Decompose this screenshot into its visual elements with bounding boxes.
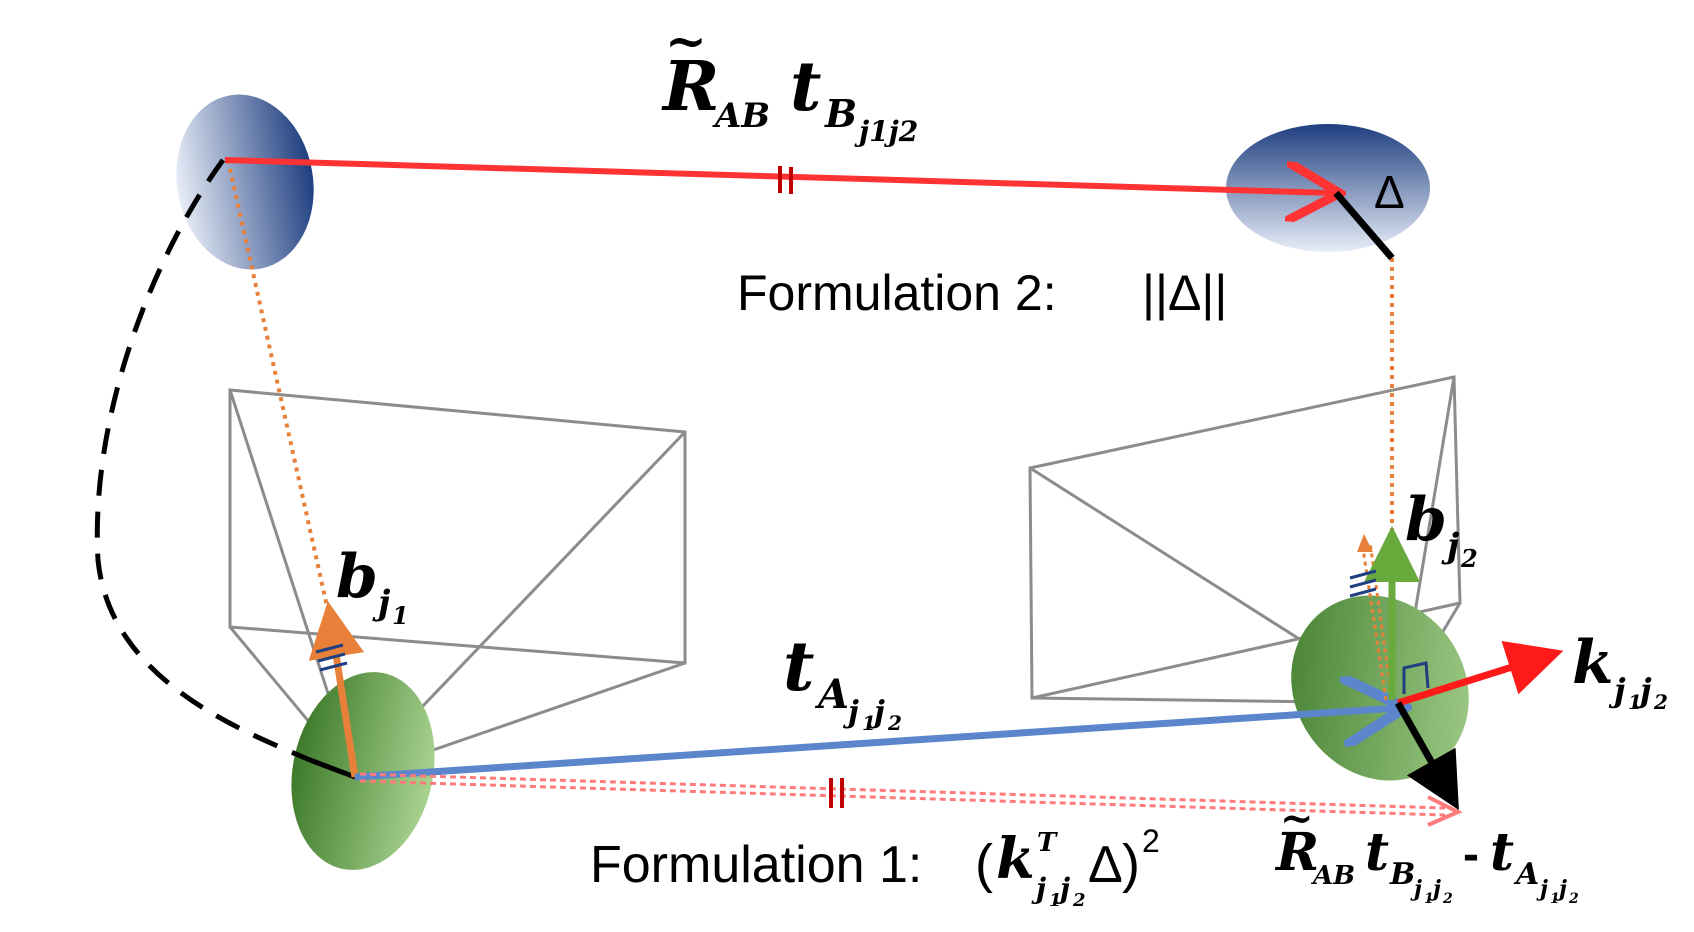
svg-text:Δ: Δ	[1088, 836, 1123, 894]
svg-text:2: 2	[1442, 891, 1453, 907]
svg-text:Formulation 1:: Formulation 1:	[590, 836, 922, 894]
pink-dashed-arrow	[359, 772, 1446, 817]
svg-text:T: T	[1037, 828, 1058, 858]
svg-text:~: ~	[1280, 795, 1314, 842]
svg-text:t: t	[790, 47, 821, 127]
svg-text:A: A	[814, 671, 849, 718]
svg-text:j1j2: j1j2	[854, 115, 918, 148]
svg-text:2: 2	[1653, 690, 1668, 714]
label-k: k j 1 j 2	[1572, 628, 1668, 714]
svg-text:Formulation 2:: Formulation 2:	[737, 265, 1057, 321]
t-a-arrow	[354, 708, 1398, 781]
parallel-mark-right	[1349, 569, 1377, 598]
svg-text:1: 1	[1049, 890, 1062, 911]
diff-arrow	[1394, 701, 1459, 811]
orange-dotted-left	[226, 159, 332, 621]
svg-text:b: b	[336, 542, 378, 612]
parallel-mark-bottom	[829, 778, 844, 808]
svg-text:R: R	[661, 47, 720, 127]
svg-text:2: 2	[1072, 890, 1086, 911]
svg-text:AB: AB	[1310, 861, 1355, 891]
right-angle-mark	[1402, 661, 1430, 694]
svg-text:2: 2	[1142, 823, 1160, 859]
svg-text:AB: AB	[712, 96, 770, 136]
svg-text:t: t	[783, 627, 814, 707]
svg-text:t: t	[1490, 822, 1514, 883]
orange-dotted-arrows-right	[1360, 541, 1394, 701]
svg-text:1: 1	[862, 711, 876, 735]
svg-text:~: ~	[665, 11, 707, 70]
svg-text:): )	[1122, 834, 1140, 894]
uncertainty-ellipse-top-left	[176, 94, 314, 270]
parallel-mark-left	[315, 643, 348, 672]
label-delta: Δ	[1374, 166, 1405, 218]
svg-text:B: B	[1389, 857, 1415, 892]
svg-text:A: A	[1513, 857, 1539, 892]
svg-text:||Δ||: ||Δ||	[1142, 265, 1227, 321]
svg-text:b: b	[1405, 485, 1447, 555]
short-black-tick-left	[309, 757, 356, 780]
label-t-a: t A j 1 j 2	[783, 627, 902, 735]
camera-frustum-left	[228, 388, 687, 779]
label-formulation-1: Formulation 1: ( k T j 1 j 2 Δ ) 2	[590, 823, 1160, 911]
label-top-vector: ~ R AB t B j1j2	[661, 11, 918, 148]
label-formulation-2: Formulation 2: ||Δ||	[737, 265, 1227, 321]
uncertainty-ellipse-bottom-left	[291, 672, 435, 870]
svg-text:2: 2	[1568, 891, 1579, 907]
svg-text:-: -	[1463, 828, 1479, 881]
svg-text:R: R	[1274, 822, 1319, 883]
svg-text:B: B	[824, 91, 857, 136]
orange-small-arrowhead	[1357, 534, 1373, 552]
svg-text:2: 2	[1460, 544, 1478, 573]
svg-text:k: k	[1572, 628, 1614, 698]
b-j1-arrow	[308, 601, 365, 778]
svg-text:(: (	[975, 834, 993, 894]
svg-text:t: t	[1365, 822, 1389, 883]
svg-text:2: 2	[887, 711, 902, 735]
svg-text:1: 1	[1424, 891, 1434, 907]
parallel-mark-top	[778, 166, 793, 194]
uncertainty-ellipse-bottom-right	[1291, 595, 1469, 781]
svg-text:1: 1	[1550, 891, 1560, 907]
svg-text:k: k	[996, 826, 1035, 892]
dashed-link-curve	[94, 158, 311, 763]
pink-arrow-head	[1427, 795, 1463, 827]
label-b-j2: b j 2	[1405, 485, 1478, 573]
delta-segment	[1333, 190, 1395, 261]
label-difference: ~ R AB t B j 1 j 2 - t A j 1 j 2	[1274, 795, 1579, 907]
k-arrow	[1396, 640, 1564, 707]
svg-text:1: 1	[392, 601, 409, 630]
svg-text:1: 1	[1628, 690, 1642, 714]
label-b-j1: b j 1	[336, 542, 409, 630]
